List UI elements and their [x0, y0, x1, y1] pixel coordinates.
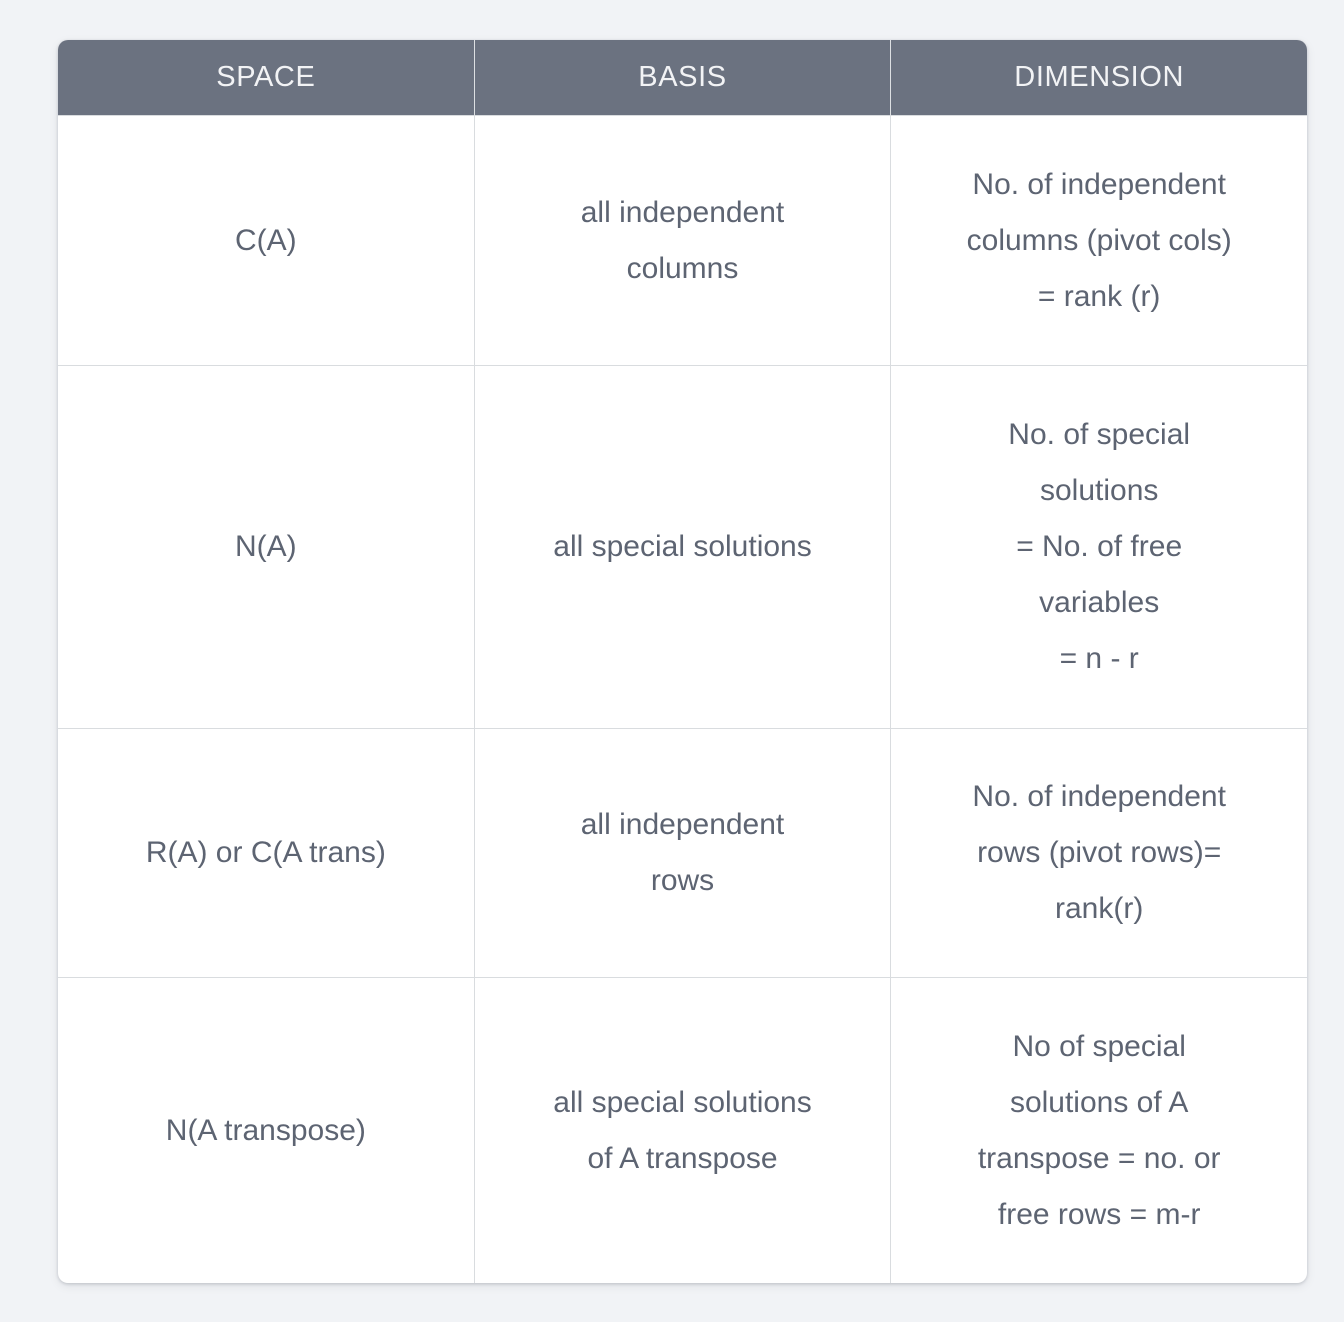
table-row-row-space: R(A) or C(A trans) all independent rows … — [58, 728, 1307, 977]
cell-space-na: N(A) — [58, 366, 475, 728]
table-row-left-null-space: N(A transpose) all special solutions of … — [58, 977, 1307, 1283]
table-row-column-space: C(A) all independent columns No. of inde… — [58, 115, 1307, 365]
cell-basis-nat: all special solutions of A transpose — [475, 978, 892, 1283]
cell-dimension-ca: No. of independent columns (pivot cols) … — [966, 167, 1232, 313]
cell-space-nat: N(A transpose) — [58, 978, 475, 1283]
cell-space-ca: C(A) — [58, 116, 475, 365]
cell-basis-ca: all independent columns — [475, 116, 892, 365]
cell-dimension-nat: No of special solutions of A transpose =… — [977, 1029, 1221, 1231]
header-space: SPACE — [58, 40, 475, 115]
cell-dimension-ra: No. of independent rows (pivot rows)= ra… — [972, 780, 1226, 925]
cell-space-ra: R(A) or C(A trans) — [58, 729, 475, 977]
table-header-row: SPACE BASIS DIMENSION — [58, 40, 1307, 115]
header-dimension: DIMENSION — [1014, 61, 1185, 93]
header-basis: BASIS — [475, 40, 892, 115]
subspaces-table: SPACE BASIS DIMENSION C(A) all independe… — [58, 40, 1307, 1283]
cell-dimension-na: No. of special solutions = No. of free v… — [1008, 418, 1191, 675]
cell-basis-na: all special solutions — [475, 366, 892, 728]
table-row-null-space: N(A) all special solutions No. of specia… — [58, 365, 1307, 728]
cell-basis-ra: all independent rows — [475, 729, 892, 977]
